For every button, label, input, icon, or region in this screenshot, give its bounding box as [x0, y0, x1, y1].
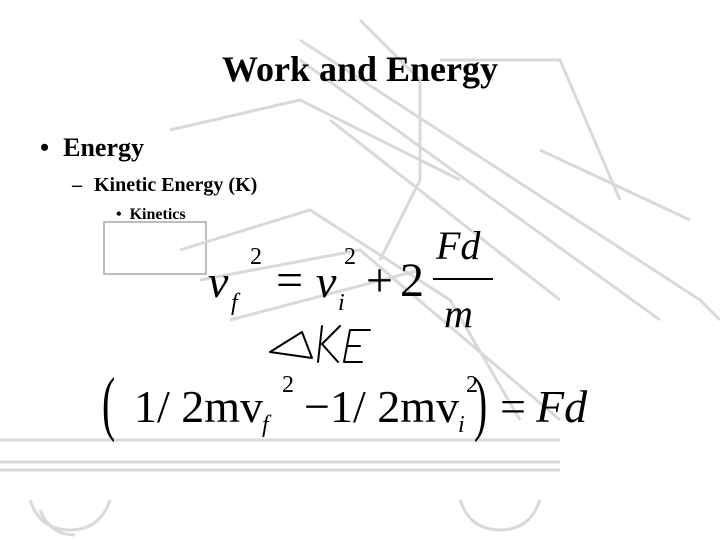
eq2-term1: 1/ 2mv	[134, 381, 264, 432]
eq1-vi-sub: i	[338, 290, 345, 316]
eq2-equals: =	[500, 381, 526, 432]
slide-title: Work and Energy	[221, 49, 499, 89]
eq2-term1-sub: f	[262, 412, 269, 438]
eq1-numerator: Fd	[436, 223, 481, 268]
eq1-vf-var: v	[208, 256, 229, 307]
eq1-equals: =	[276, 254, 304, 307]
bullet-dot-small-icon: •	[116, 206, 122, 223]
eq1-vf-sub: f	[231, 290, 238, 316]
eq1-vi-exp: 2	[344, 244, 356, 270]
bullet-kinetics-label: Kinetics	[129, 206, 186, 223]
bullet-kinetic-energy: –Kinetic Energy (K)	[72, 174, 257, 197]
eq2-close-paren: )	[474, 363, 488, 443]
bullet-dash-icon: –	[72, 174, 82, 196]
eq2-term1-exp: 2	[282, 372, 294, 398]
bullet-kinetics: • Kinetics	[116, 206, 186, 224]
bullet-energy: • Energy	[40, 133, 144, 163]
eq2-term2: −1/ 2mv	[304, 381, 460, 432]
eq2-open-paren: (	[102, 363, 116, 443]
bullet-dot-icon: •	[40, 133, 50, 162]
eq2-rhs: Fd	[536, 381, 588, 432]
eq1-plus: +	[366, 254, 394, 307]
bullet-energy-label: Energy	[63, 133, 144, 162]
eq2-term2-exp: 2	[466, 372, 478, 398]
eq1-vi-var: v	[316, 256, 337, 307]
eq1-vf-exp: 2	[250, 244, 262, 270]
eq1-fraction-bar	[433, 278, 493, 280]
bullet-kinetic-energy-label: Kinetic Energy (K)	[94, 174, 258, 196]
eq2-term2-sub: i	[458, 412, 465, 438]
eq1-coef: 2	[400, 254, 424, 307]
eq1-denominator: m	[444, 291, 473, 336]
